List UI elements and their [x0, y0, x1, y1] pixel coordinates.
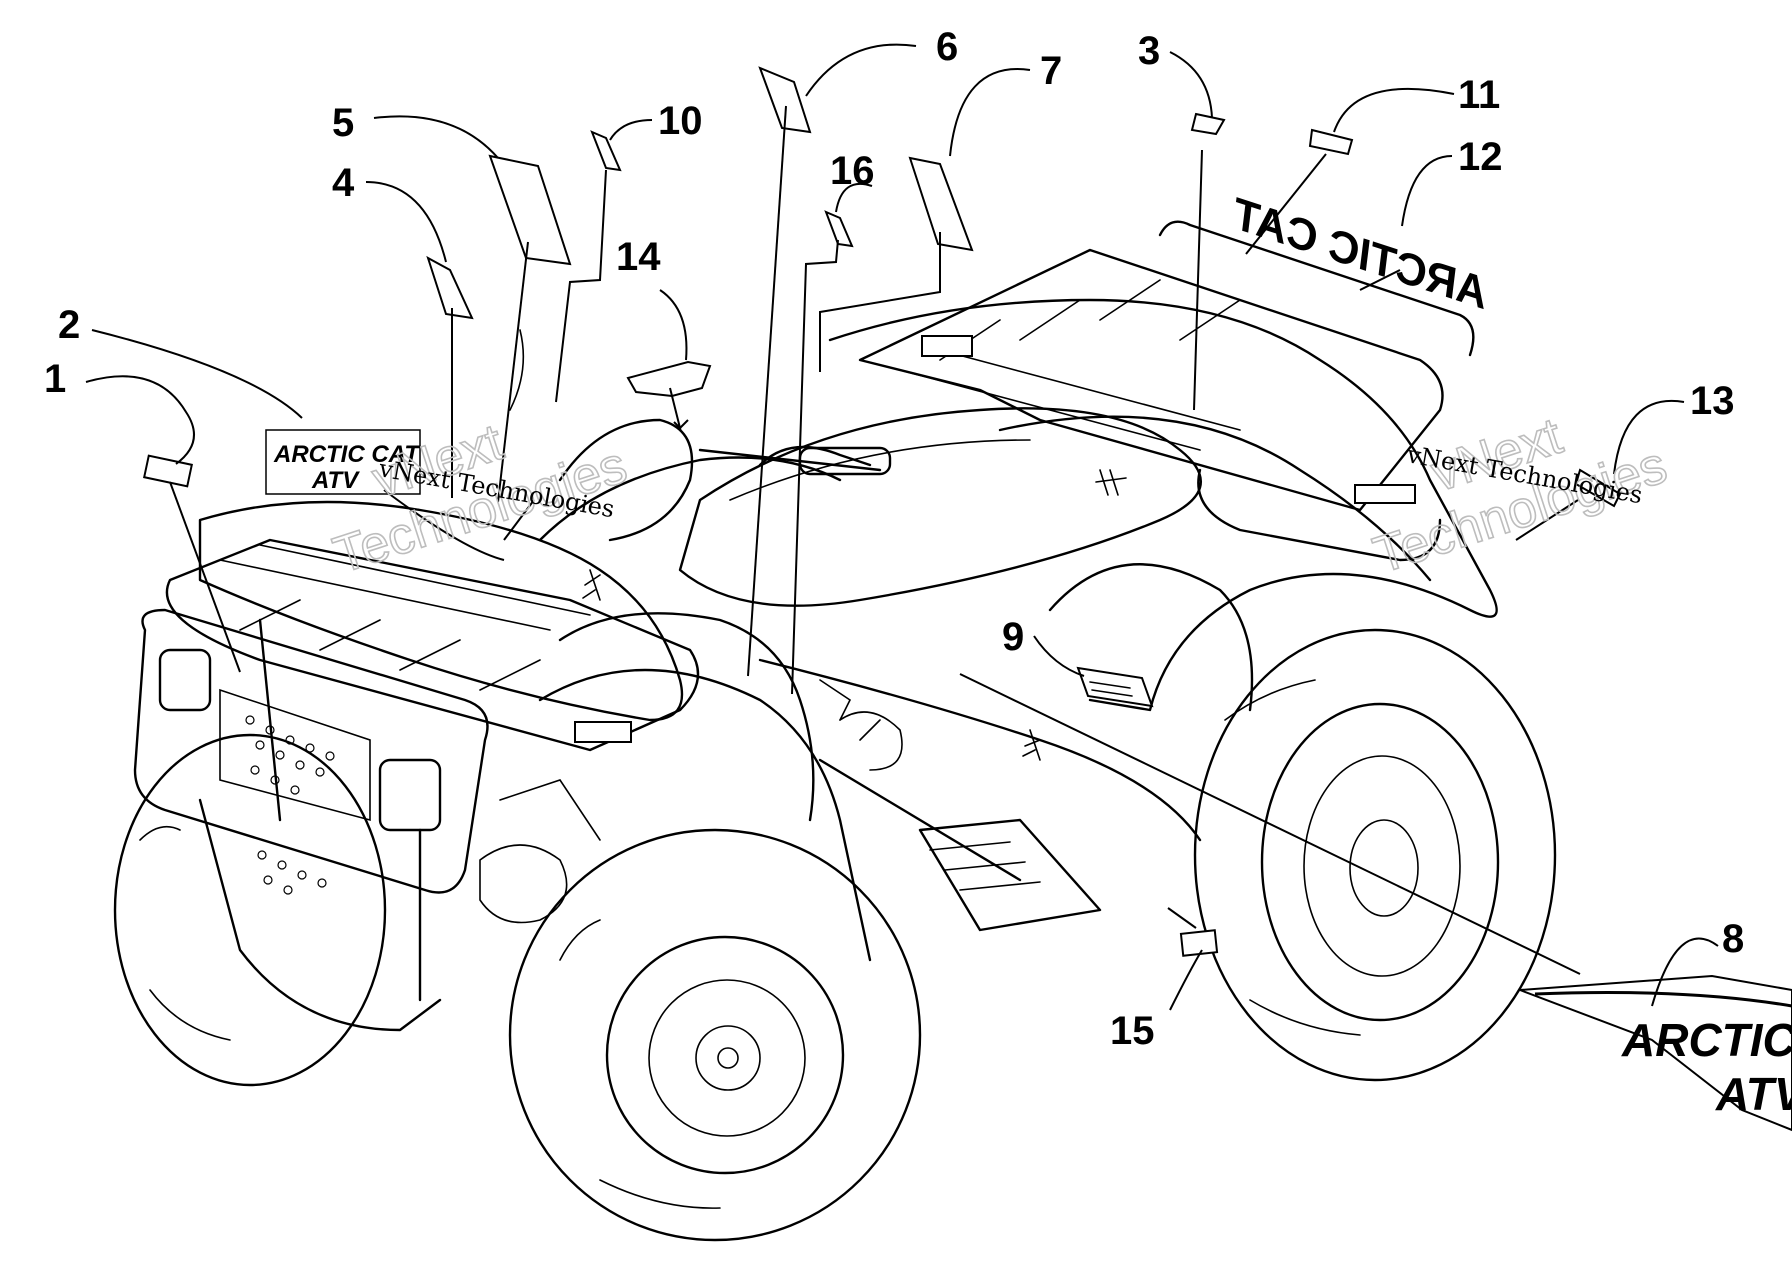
callout-9: 9 — [1002, 615, 1024, 659]
decal-9-lines — [1089, 681, 1133, 697]
leader-2b — [383, 489, 535, 561]
leader-5b — [497, 241, 529, 503]
callout-15: 15 — [1110, 1009, 1155, 1053]
rear-rack — [858, 220, 1475, 562]
callout-2: 2 — [58, 303, 80, 347]
decal-4 — [426, 255, 474, 320]
callout-4: 4 — [332, 161, 355, 205]
front-left-wheel — [113, 733, 387, 1087]
leader-7b — [819, 232, 941, 372]
rear-right-wheel — [1193, 628, 1557, 1082]
leader-5 — [373, 115, 499, 159]
leader-9 — [1033, 635, 1085, 677]
leader-1b — [169, 481, 241, 673]
leader-2 — [91, 329, 303, 419]
leader-4 — [365, 181, 447, 263]
logo-rear-mirrored: ARCTIC CAT — [1224, 189, 1496, 319]
leader-1 — [85, 375, 195, 465]
atv-illustration — [113, 220, 1557, 1242]
logo-large-line1: ARCTIC CAT — [1621, 1014, 1792, 1066]
leader-3b — [1193, 149, 1203, 411]
leader-13 — [1613, 399, 1685, 475]
logo-large-line2: ATV — [1715, 1068, 1792, 1120]
leader-11 — [1333, 87, 1455, 133]
leader-16b — [791, 239, 839, 695]
callout-10: 10 — [658, 99, 703, 143]
sketch-marks — [582, 469, 1127, 761]
leader-13b — [1515, 499, 1579, 541]
decal-7 — [908, 156, 974, 252]
leader-8b — [959, 673, 1581, 975]
leader-14 — [659, 289, 688, 361]
leader-14b — [669, 387, 689, 432]
rear-rack-tag — [921, 335, 973, 357]
decal-12-logo: ARCTIC CAT — [1224, 189, 1496, 319]
leader-7 — [949, 68, 1031, 157]
callout-1: 1 — [44, 357, 66, 401]
leader-8 — [1651, 937, 1719, 1007]
logo-small-line1: ARCTIC CAT — [273, 441, 421, 468]
decal-15 — [1179, 929, 1219, 957]
callout-numbers: 1 2 3 4 5 6 7 8 9 10 11 12 13 14 15 16 — [44, 25, 1744, 1053]
callout-6: 6 — [936, 25, 958, 69]
decal-14 — [626, 360, 712, 398]
leader-6 — [805, 43, 917, 97]
decal-1 — [143, 454, 193, 488]
decal-5 — [488, 154, 572, 266]
callout-11: 11 — [1458, 73, 1500, 117]
decal-3 — [1190, 112, 1226, 136]
decal-8-logo: ARCTIC CAT ATV — [1519, 974, 1792, 1132]
decal-11 — [1308, 128, 1354, 156]
leader-12 — [1401, 155, 1453, 227]
callout-7: 7 — [1040, 49, 1062, 93]
logo-small-line2: ATV — [311, 467, 360, 494]
front-right-wheel — [508, 828, 922, 1242]
atv-body — [198, 298, 1498, 962]
decal-6 — [758, 66, 812, 134]
leader-12b — [1359, 269, 1401, 291]
leader-3 — [1169, 51, 1213, 119]
decal-9 — [1076, 666, 1154, 708]
front-rack-tag — [574, 721, 632, 743]
rear-left-wheel — [1048, 563, 1254, 712]
callout-13: 13 — [1690, 379, 1735, 423]
callout-16: 16 — [830, 149, 875, 193]
front-bumper — [133, 608, 489, 1032]
rear-rack-tag-2 — [1354, 484, 1416, 504]
front-rack — [165, 538, 700, 752]
callout-12: 12 — [1458, 135, 1503, 179]
callout-3: 3 — [1138, 29, 1160, 73]
leader-6b — [747, 105, 787, 677]
leader-16 — [835, 182, 873, 213]
callout-14: 14 — [616, 235, 661, 279]
callout-8: 8 — [1722, 917, 1744, 961]
leader-lines — [85, 43, 1719, 1011]
callout-5: 5 — [332, 101, 354, 145]
decals: ARCTIC CAT ATV ARCTIC CAT — [143, 66, 1792, 1132]
leader-10 — [609, 119, 653, 141]
decal-13 — [1574, 468, 1622, 508]
leader-15 — [1169, 949, 1203, 1011]
grille-dots — [245, 715, 335, 895]
decal-2-logo: ARCTIC CAT ATV — [265, 429, 421, 495]
decal-16 — [824, 210, 854, 248]
leader-10b — [555, 169, 607, 403]
leader-11b — [1245, 153, 1327, 255]
leader-15b — [1167, 907, 1197, 929]
decal-10 — [590, 130, 622, 172]
